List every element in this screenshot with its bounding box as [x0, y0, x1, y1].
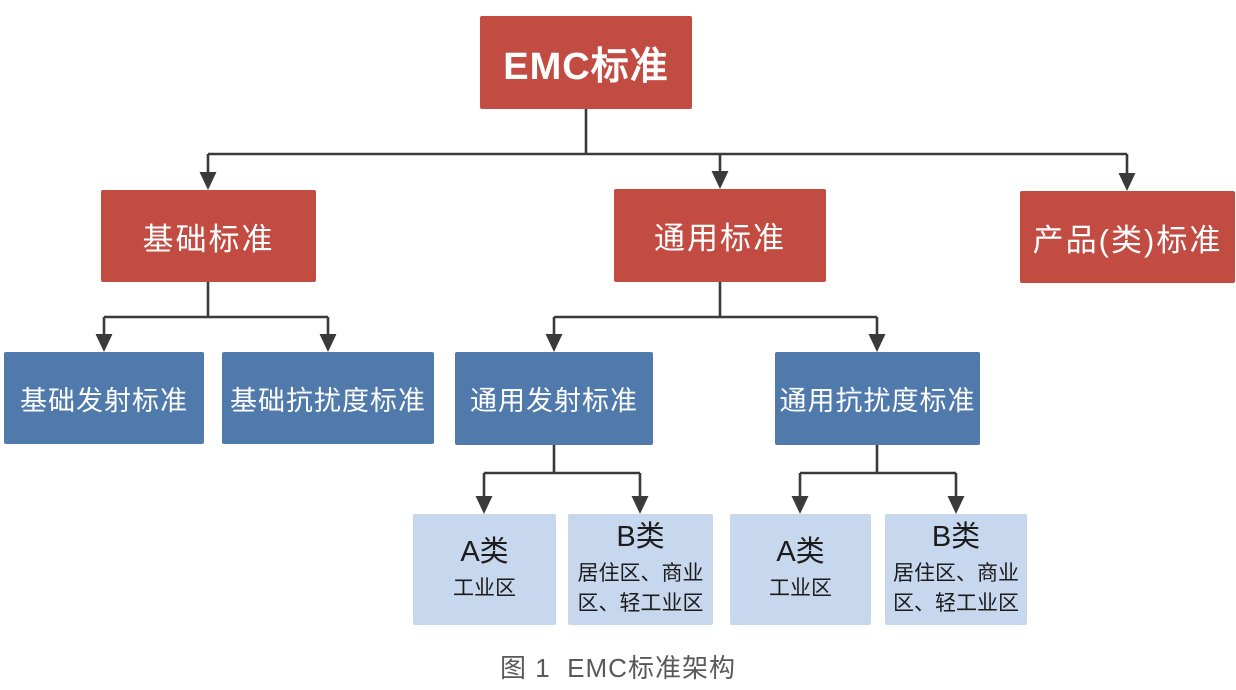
node-class-title: B类	[931, 521, 981, 554]
arrow-down-icons	[95, 171, 1136, 514]
node-basic-emission-standard: 基础发射标准	[4, 352, 204, 444]
node-class-title: B类	[616, 521, 665, 554]
node-class-subtitle: 居住区、商业区、轻工业区	[577, 561, 704, 616]
node-class-b-emission: B类 居住区、商业区、轻工业区	[568, 514, 713, 625]
node-label: 通用发射标准	[470, 386, 638, 416]
node-label: 产品(类)标准	[1032, 222, 1223, 258]
node-basic-immunity-standard: 基础抗扰度标准	[222, 352, 434, 444]
node-label: 基础标准	[142, 221, 275, 257]
tree-branch-lines	[102, 109, 1129, 499]
node-product-class-standard: 产品(类)标准	[1020, 191, 1235, 283]
node-label: 通用抗扰度标准	[779, 386, 976, 416]
node-class-subtitle: 工业区	[453, 577, 516, 601]
node-emc-standard-root: EMC标准	[480, 16, 692, 109]
node-label: 基础发射标准	[20, 385, 188, 416]
node-class-title: A类	[460, 536, 509, 569]
node-class-b-immunity: B类 居住区、商业区、轻工业区	[885, 514, 1027, 625]
node-label: EMC标准	[503, 46, 669, 88]
node-label: 通用标准	[654, 221, 786, 256]
node-class-title: A类	[776, 536, 825, 569]
node-basic-standard: 基础标准	[101, 190, 316, 282]
node-label: 基础抗扰度标准	[230, 385, 426, 416]
node-class-a-immunity: A类 工业区	[730, 514, 871, 625]
node-class-subtitle: 居住区、商业区、轻工业区	[893, 561, 1019, 616]
node-generic-standard: 通用标准	[614, 189, 826, 282]
node-class-subtitle: 工业区	[769, 577, 832, 601]
node-class-a-emission: A类 工业区	[413, 514, 556, 625]
figure-caption: 图 1 EMC标准架构	[500, 653, 736, 683]
node-generic-emission-standard: 通用发射标准	[455, 352, 653, 445]
node-generic-immunity-standard: 通用抗扰度标准	[775, 352, 980, 445]
